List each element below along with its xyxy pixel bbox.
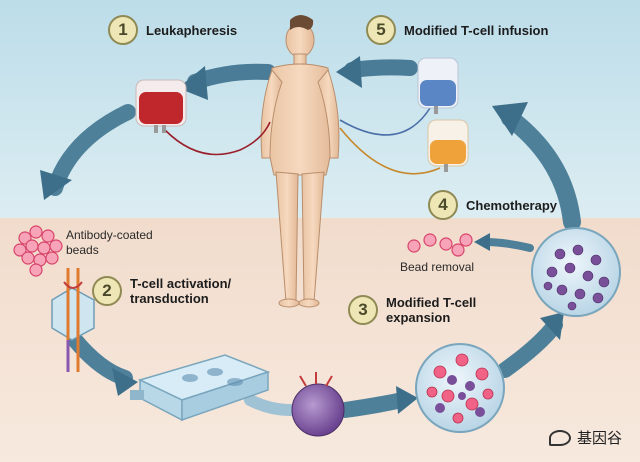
bioreactor-vessel [531, 227, 621, 317]
step-leukapheresis: 1 Leukapheresis [108, 15, 237, 45]
step-chemotherapy: 4 Chemotherapy [428, 190, 557, 220]
step-tcell-infusion: 5 Modified T-cell infusion [366, 15, 548, 45]
arrow-flask-to-cell [244, 394, 296, 416]
process-arrows [40, 56, 581, 418]
blood-bag [135, 79, 187, 133]
modified-tcell-bag [417, 57, 459, 114]
step-label: T-cell activation/ transduction [130, 276, 232, 306]
step-number-badge: 5 [366, 15, 396, 45]
step-tcell-expansion: 3 Modified T-cell expansion [348, 295, 476, 325]
expansion-dish [415, 343, 505, 433]
arrow-bioreactor-to-chemo [501, 109, 581, 231]
step-number-badge: 4 [428, 190, 458, 220]
blood-line-tube [164, 121, 271, 156]
step-label: Chemotherapy [466, 197, 558, 213]
step-label: Modified T-cell infusion [404, 22, 549, 38]
chemo-line-tube [339, 127, 441, 175]
watermark: 基因谷 [548, 427, 622, 448]
step-tcell-activation: 2 T-cell activation/ transduction [92, 276, 231, 306]
step-number-badge: 2 [92, 276, 122, 306]
culture-flask [130, 354, 271, 422]
step-label: Leukapheresis [146, 22, 238, 38]
arrow-cell-to-expansion [337, 392, 410, 418]
step-number-badge: 3 [348, 295, 378, 325]
bead-removal-label: Bead removal [400, 260, 475, 274]
antibody-beads-label: Antibody-coated beads [66, 228, 153, 257]
modified-tcell [291, 372, 345, 437]
step-label: Modified T-cell expansion [386, 295, 477, 325]
step-number-badge: 1 [108, 15, 138, 45]
chemotherapy-bag [427, 119, 469, 172]
antibody-beads-cluster [13, 225, 63, 277]
watermark-text: 基因谷 [576, 429, 622, 447]
infusion-line-tube [339, 107, 431, 136]
patient-figure [260, 15, 340, 308]
removed-beads [407, 233, 473, 257]
transduction-vector [51, 268, 95, 372]
wechat-icon [548, 429, 571, 446]
